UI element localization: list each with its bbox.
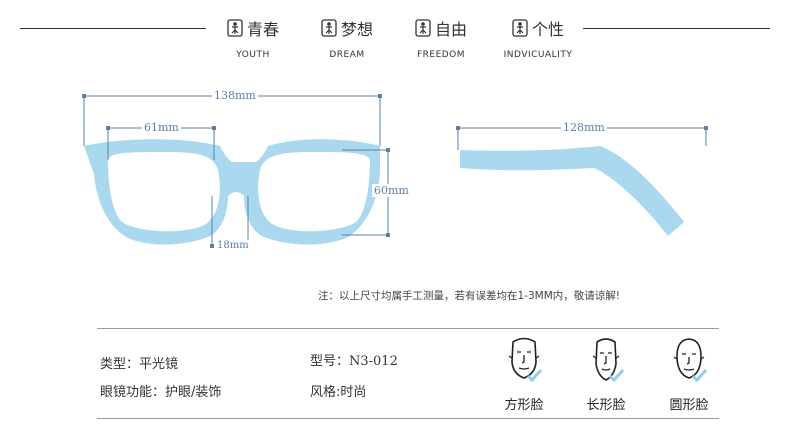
- square-face-icon: [508, 337, 543, 382]
- glasses-frame: [84, 139, 380, 245]
- dim-lens-width: 61mm: [142, 121, 181, 134]
- face-round-label: 圆形脸: [669, 398, 709, 413]
- tag-freedom: 自由 FREEDOM: [391, 16, 491, 60]
- tag-youth-cn: 青春: [246, 20, 279, 39]
- temple-arm: [460, 146, 684, 236]
- tag-freedom-en: FREEDOM: [416, 50, 466, 60]
- header-line-right: [583, 28, 770, 29]
- tag-individuality-en: INDVICUALITY: [503, 50, 573, 60]
- person-in-box-icon: [415, 19, 431, 37]
- tag-freedom-cn: 自由: [434, 20, 467, 39]
- tag-individuality-cn: 个性: [531, 20, 564, 39]
- face-long: 长形脸: [571, 334, 641, 413]
- dim-temple-length: 128mm: [561, 121, 607, 134]
- face-long-label: 长形脸: [586, 398, 626, 413]
- dim-lens-height: 60mm: [372, 184, 411, 197]
- tag-individuality: 个性 INDVICUALITY: [488, 16, 588, 60]
- spec-model: 型号：N3-012: [310, 354, 398, 369]
- glasses-front-diagram: [82, 94, 708, 248]
- divider-top: [97, 328, 719, 329]
- header-line-left: [20, 28, 206, 29]
- long-face-icon: [592, 338, 625, 382]
- spec-function: 眼镜功能：护眼/装饰: [100, 385, 222, 400]
- dim-bridge-width: 18mm: [215, 240, 251, 251]
- spec-style: 风格:时尚: [310, 385, 367, 400]
- tag-dream-en: DREAM: [329, 50, 365, 60]
- face-round: 圆形脸: [654, 334, 724, 413]
- face-square-label: 方形脸: [504, 398, 544, 413]
- tag-youth: 青春 YOUTH: [203, 16, 303, 60]
- tag-dream-cn: 梦想: [340, 20, 373, 39]
- tag-youth-en: YOUTH: [236, 50, 270, 60]
- divider-bottom: [97, 418, 719, 419]
- person-in-box-icon: [321, 19, 337, 37]
- round-face-icon: [673, 338, 708, 382]
- measurement-note: 注：以上尺寸均属手工测量，若有误差均在1-3MM内，敬请谅解!: [318, 290, 620, 302]
- tag-dream: 梦想 DREAM: [297, 16, 397, 60]
- dim-total-width: 138mm: [212, 89, 258, 102]
- spec-type: 类型：平光镜: [100, 357, 179, 372]
- person-in-box-icon: [227, 19, 243, 37]
- person-in-box-icon: [512, 19, 528, 37]
- face-square: 方形脸: [489, 334, 559, 413]
